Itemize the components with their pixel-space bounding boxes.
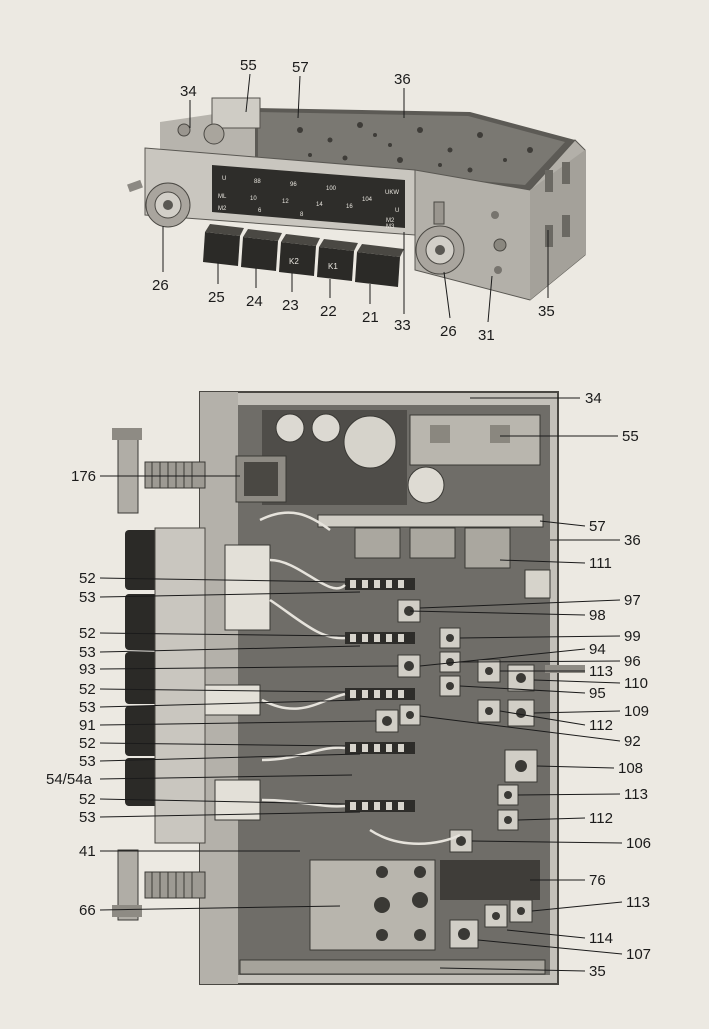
callout-label: 52 [79, 735, 96, 752]
callout-label: 52 [79, 570, 96, 587]
side-view-right-leaders [409, 397, 623, 972]
output-block [309, 859, 436, 951]
callout-label: 107 [626, 946, 651, 963]
side-buttons [125, 530, 160, 806]
preset-button: K2 [279, 234, 320, 276]
svg-text:8: 8 [300, 212, 304, 218]
callout-label: 53 [79, 644, 96, 661]
callout-label: 55 [240, 57, 257, 74]
callout-label: 98 [589, 607, 606, 624]
side-view-left-leaders [99, 475, 399, 911]
callout-label: 52 [79, 681, 96, 698]
svg-text:UKW: UKW [385, 190, 399, 196]
side-view-chassis [112, 391, 585, 985]
callout-label: 22 [320, 303, 337, 320]
callout-label: 113 [624, 786, 648, 803]
top-view-callouts: 55 57 36 34 26 25 24 23 22 21 33 26 31 3… [152, 57, 555, 344]
callout-label: 99 [624, 628, 641, 645]
svg-text:6: 6 [258, 208, 262, 214]
side-view-left-callouts: 176 52 53 52 53 93 52 53 91 52 53 54/54a… [46, 468, 96, 919]
callout-label: 94 [589, 641, 606, 658]
bottom-knob-shaft [112, 849, 206, 921]
callout-label: 112 [589, 717, 613, 734]
callout-label: 66 [79, 902, 96, 919]
callout-label: 91 [79, 717, 96, 734]
callout-label: 111 [589, 555, 612, 572]
svg-text:K1: K1 [328, 262, 338, 271]
switch-bank [345, 578, 415, 812]
callout-label: 41 [79, 843, 96, 860]
preset-button [203, 224, 244, 266]
callout-label: 113 [589, 663, 613, 680]
svg-text:104: 104 [362, 197, 373, 203]
callout-label: 53 [79, 809, 96, 826]
callout-label: 23 [282, 297, 299, 314]
svg-text:96: 96 [290, 182, 297, 188]
left-tuning-knob [127, 179, 191, 228]
callout-label: 114 [589, 930, 613, 947]
dial-markings: U 88 96 100 UKW ML 10 12 14 16 104 U M2 … [218, 176, 399, 230]
preset-button [241, 229, 282, 271]
top-knob-shaft [112, 428, 206, 514]
callout-label: 54/54a [46, 771, 93, 788]
svg-text:M2: M2 [218, 206, 227, 212]
svg-text:K2: K2 [289, 257, 299, 266]
svg-text:ML: ML [218, 194, 227, 200]
svg-text:U: U [222, 176, 226, 182]
callout-label: 36 [394, 71, 411, 88]
callout-label: 34 [585, 390, 602, 407]
callout-label: 113 [626, 894, 650, 911]
callout-label: 97 [624, 592, 641, 609]
callout-label: 106 [626, 835, 651, 852]
callout-label: 31 [478, 327, 495, 344]
callout-label: 52 [79, 791, 96, 808]
callout-label: 92 [624, 733, 641, 750]
callout-label: 93 [79, 661, 96, 678]
svg-text:16: 16 [346, 204, 353, 210]
callout-label: 57 [292, 59, 309, 76]
callout-label: 21 [362, 309, 379, 326]
svg-text:14: 14 [316, 202, 323, 208]
callout-label: 96 [624, 653, 641, 670]
callout-label: 26 [440, 323, 457, 340]
callout-label: 55 [622, 428, 639, 445]
callout-label: 26 [152, 277, 169, 294]
side-view-right-callouts: 34 55 57 36 111 97 98 99 94 96 113 110 9… [585, 390, 651, 980]
svg-text:U: U [395, 208, 399, 214]
svg-text:M2: M2 [386, 218, 395, 224]
callout-label: 108 [618, 760, 643, 777]
preset-buttons: K2 K1 [203, 224, 404, 287]
top-view-leaders [162, 73, 549, 323]
svg-text:100: 100 [326, 186, 337, 192]
svg-text:10: 10 [250, 196, 257, 202]
callout-label: 24 [246, 293, 263, 310]
callout-label: 53 [79, 753, 96, 770]
callout-label: 95 [589, 685, 606, 702]
callout-label: 36 [624, 532, 641, 549]
svg-text:M3: M3 [386, 224, 395, 230]
right-tuning-knob [415, 201, 465, 275]
top-view-radio: U 88 96 100 UKW ML 10 12 14 16 104 U M2 … [127, 97, 586, 301]
callout-label: 53 [79, 589, 96, 606]
callout-label: 25 [208, 289, 225, 306]
wiring [259, 511, 461, 845]
preset-button: K1 [317, 239, 358, 281]
callout-label: 57 [589, 518, 606, 535]
callout-label: 34 [180, 83, 197, 100]
callout-label: 53 [79, 699, 96, 716]
callout-label: 35 [538, 303, 555, 320]
callout-label: 109 [624, 703, 649, 720]
callout-label: 33 [394, 317, 411, 334]
callout-label: 76 [589, 872, 606, 889]
callout-label: 176 [71, 468, 96, 485]
svg-text:88: 88 [254, 179, 261, 185]
callout-label: 35 [589, 963, 606, 980]
callout-label: 112 [589, 810, 613, 827]
svg-text:12: 12 [282, 199, 289, 205]
callout-label: 110 [624, 675, 648, 692]
preset-button [355, 244, 404, 287]
callout-label: 52 [79, 625, 96, 642]
